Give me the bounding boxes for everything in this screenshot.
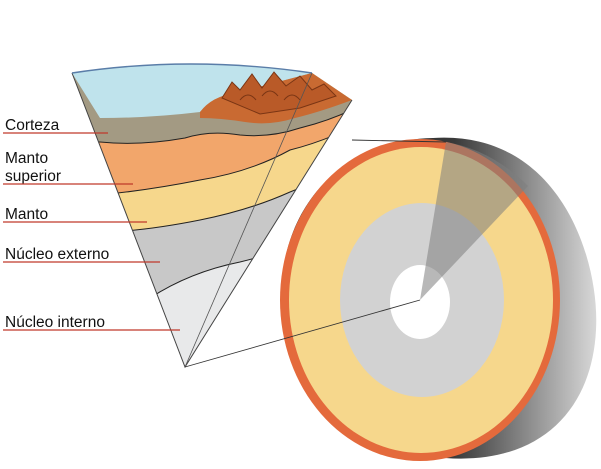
wedge-inner-edge bbox=[184, 72, 313, 368]
label-crust: Corteza bbox=[3, 117, 108, 134]
label-mantle: Manto bbox=[3, 206, 147, 223]
earth-sphere bbox=[280, 137, 597, 461]
label-upper-mantle: Manto superior bbox=[3, 150, 133, 185]
wedge-top-arc bbox=[71, 63, 313, 74]
wedge-mountains bbox=[221, 71, 337, 115]
label-inner-core-text: Núcleo interno bbox=[5, 314, 105, 331]
connector-lines bbox=[184, 139, 447, 368]
sphere-cutout-sector bbox=[420, 142, 528, 300]
label-crust-text: Corteza bbox=[5, 117, 60, 134]
label-outer-core: Núcleo externo bbox=[3, 246, 160, 263]
label-inner-core: Núcleo interno bbox=[3, 314, 180, 331]
label-outer-core-text: Núcleo externo bbox=[5, 246, 109, 263]
label-upper-mantle-line2: superior bbox=[5, 168, 61, 185]
label-mantle-text: Manto bbox=[5, 206, 48, 223]
label-upper-mantle-line1: Manto bbox=[5, 150, 48, 167]
